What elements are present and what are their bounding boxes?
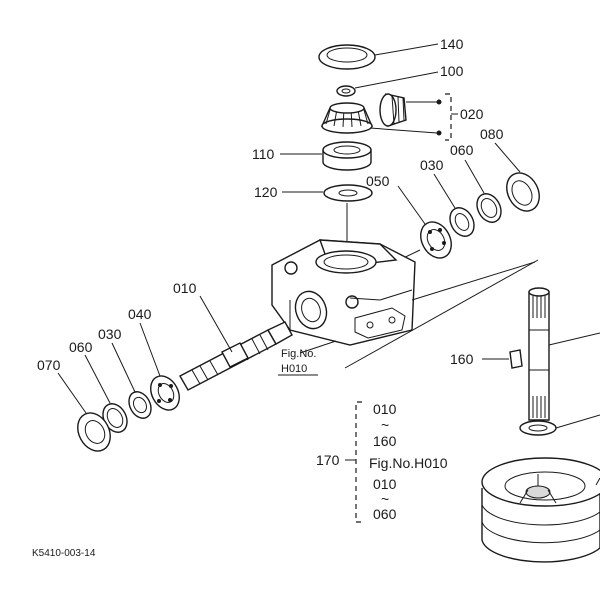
label-020: 020 bbox=[460, 106, 484, 122]
part-100-ring bbox=[336, 85, 356, 97]
leader-shaft-right bbox=[548, 332, 600, 346]
label-060-top: 060 bbox=[450, 142, 474, 158]
dot-020-a bbox=[436, 99, 442, 105]
leader-010 bbox=[199, 295, 233, 353]
part-060-circlip-top bbox=[476, 193, 502, 223]
part-gear-housing bbox=[271, 239, 416, 346]
part-070-seal bbox=[77, 412, 111, 452]
document-code: K5410-003-14 bbox=[32, 548, 96, 559]
leader-fig-h010 bbox=[299, 340, 337, 354]
part-010-shaft bbox=[179, 321, 293, 391]
part-110-bearing bbox=[322, 141, 372, 171]
range-060: 060 bbox=[373, 506, 397, 522]
part-080-seal bbox=[506, 172, 540, 212]
leader-070 bbox=[57, 372, 87, 414]
part-pulley bbox=[481, 457, 600, 563]
range-010-b: 010 bbox=[373, 476, 397, 492]
part-120-washer bbox=[323, 184, 373, 202]
label-fig-h010: H010 bbox=[281, 363, 307, 375]
part-050-bearing bbox=[420, 221, 452, 259]
leader-020-b bbox=[369, 127, 438, 134]
leader-060-top bbox=[464, 159, 485, 194]
range-fig-h010: Fig.No.H010 bbox=[369, 455, 448, 471]
label-040: 040 bbox=[128, 306, 152, 322]
label-030-top: 030 bbox=[420, 157, 444, 173]
label-050: 050 bbox=[366, 173, 390, 189]
leader-080 bbox=[494, 142, 521, 173]
label-160: 160 bbox=[450, 351, 474, 367]
leader-pulley bbox=[595, 477, 600, 486]
leader-140 bbox=[374, 43, 439, 56]
leader-050 bbox=[397, 185, 426, 225]
dot-020-b bbox=[436, 130, 442, 136]
bracket-170 bbox=[355, 401, 362, 523]
label-140: 140 bbox=[440, 36, 464, 52]
label-060-left: 060 bbox=[69, 339, 93, 355]
part-160-key bbox=[509, 349, 523, 369]
leader-040 bbox=[139, 322, 161, 377]
leader-100 bbox=[354, 71, 439, 89]
label-030-left: 030 bbox=[98, 326, 122, 342]
leader-030-left bbox=[111, 342, 136, 393]
part-bevel-gear-side bbox=[379, 93, 407, 127]
leader-060-left bbox=[84, 354, 111, 404]
bracket-020 bbox=[445, 93, 452, 141]
label-170: 170 bbox=[316, 452, 340, 468]
label-110: 110 bbox=[252, 146, 275, 162]
label-010: 010 bbox=[173, 280, 197, 296]
label-120: 120 bbox=[254, 184, 278, 200]
guide-line-a bbox=[344, 259, 539, 369]
label-080: 080 bbox=[480, 126, 504, 142]
range-160: 160 bbox=[373, 433, 397, 449]
part-030-ring-left bbox=[128, 391, 152, 419]
part-140-cover bbox=[318, 44, 376, 70]
part-040-bearing bbox=[150, 375, 180, 411]
range-tilde-a: ~ bbox=[381, 417, 389, 433]
range-tilde-b: ~ bbox=[381, 491, 389, 507]
label-100: 100 bbox=[440, 63, 464, 79]
part-vertical-shaft bbox=[528, 287, 550, 421]
part-030-ring-top bbox=[449, 207, 475, 237]
part-shaft-seal bbox=[519, 420, 557, 436]
part-bevel-gear-lower bbox=[320, 102, 374, 134]
guide-line-b bbox=[411, 261, 536, 301]
leader-030-top bbox=[433, 173, 456, 209]
range-010-a: 010 bbox=[373, 401, 397, 417]
label-fig-no: Fig.No. bbox=[281, 348, 316, 360]
label-070: 070 bbox=[37, 357, 61, 373]
leader-shaft-seal bbox=[555, 414, 600, 429]
